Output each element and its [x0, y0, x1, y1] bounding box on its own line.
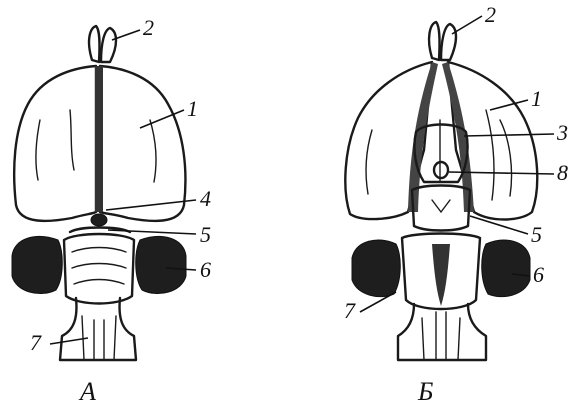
panel-b-caption: Б — [417, 377, 433, 406]
panel-a-label-1: 1 — [187, 96, 198, 121]
panel-a-label-2: 2 — [143, 15, 154, 40]
panel-b-label-6: 6 — [533, 262, 544, 287]
panel-b-label-8: 8 — [557, 160, 568, 185]
panel-b-label-7: 7 — [344, 298, 356, 323]
panel-a-label-7: 7 — [30, 330, 42, 355]
panel-a-drawing — [12, 26, 186, 360]
panel-a-label-4: 4 — [200, 186, 211, 211]
panel-b-drawing — [345, 22, 537, 360]
panel-a-leaders — [50, 30, 196, 344]
panel-b-label-5: 5 — [531, 222, 542, 247]
panel-a-caption: А — [78, 377, 96, 406]
panel-a-label-5: 5 — [200, 222, 211, 247]
panel-b-label-1: 1 — [531, 86, 542, 111]
panel-b-label-2: 2 — [485, 2, 496, 27]
panel-a-label-6: 6 — [200, 257, 211, 282]
panel-b-label-3: 3 — [556, 120, 568, 145]
